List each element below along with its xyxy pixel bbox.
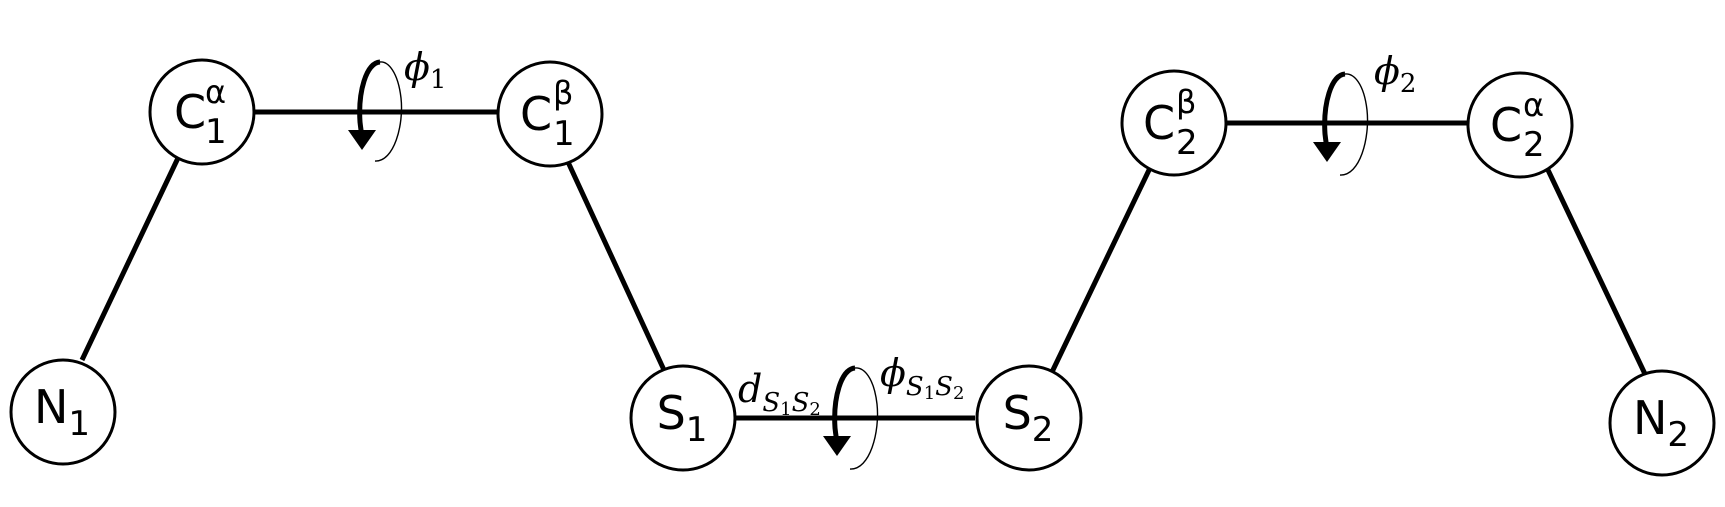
rotation-arrow-phi-s1s2 xyxy=(823,365,879,470)
label-d-s1s2: dS1S2 xyxy=(738,367,821,420)
atom-ca1-subscript: 1 xyxy=(205,112,227,152)
atom-cb1-subscript: 1 xyxy=(553,114,575,154)
atom-cb2: C β 2 xyxy=(1120,69,1228,177)
atom-s2-subscript: 2 xyxy=(1032,410,1054,450)
bond-n1-ca1 xyxy=(79,156,181,362)
label-phi2: ϕ2 xyxy=(1374,49,1416,99)
atom-n2: N2 xyxy=(1608,369,1716,477)
atom-s2: S2 xyxy=(975,364,1083,472)
atom-s1-symbol: S xyxy=(657,386,686,440)
atom-ca2-subscript: 2 xyxy=(1523,125,1545,165)
atom-cb1-symbol: C xyxy=(520,87,552,141)
svg-text:S1: S1 xyxy=(657,386,708,450)
svg-text:N1: N1 xyxy=(34,380,90,444)
atom-s2-symbol: S xyxy=(1003,386,1032,440)
atom-n2-subscript: 2 xyxy=(1667,415,1689,455)
atom-n1-symbol: N xyxy=(34,380,68,434)
bond-s2-cb2 xyxy=(1049,166,1153,374)
atom-ca1-superscript: α xyxy=(205,73,226,111)
label-phi1: ϕ1 xyxy=(404,45,446,95)
atom-s1: S1 xyxy=(629,364,737,472)
atom-n2-symbol: N xyxy=(1633,391,1667,445)
atom-ca2-symbol: C xyxy=(1490,98,1522,152)
label-phi-s1s2: ϕS1S2 xyxy=(880,351,964,404)
atom-ca2: C α 2 xyxy=(1466,71,1574,179)
atom-ca1: C α 1 xyxy=(148,58,256,166)
atom-cb1: C β 1 xyxy=(496,60,604,168)
svg-text:N2: N2 xyxy=(1633,391,1689,455)
atom-cb2-symbol: C xyxy=(1143,96,1175,150)
svg-text:S2: S2 xyxy=(1003,386,1054,450)
atom-n1: N1 xyxy=(9,358,117,466)
bond-ca2-n2 xyxy=(1545,168,1648,376)
rotation-arrow-phi1 xyxy=(348,59,403,162)
atom-s1-subscript: 1 xyxy=(686,410,708,450)
rotation-arrow-phi2 xyxy=(1313,71,1369,176)
atom-cb1-superscript: β xyxy=(553,74,573,112)
atom-cb2-subscript: 2 xyxy=(1176,123,1198,163)
bond-cb1-s1 xyxy=(565,160,667,372)
atom-cb2-superscript: β xyxy=(1176,83,1196,121)
atom-n1-subscript: 1 xyxy=(68,404,90,444)
atom-ca1-symbol: C xyxy=(174,85,206,139)
atom-ca2-superscript: α xyxy=(1523,86,1544,124)
